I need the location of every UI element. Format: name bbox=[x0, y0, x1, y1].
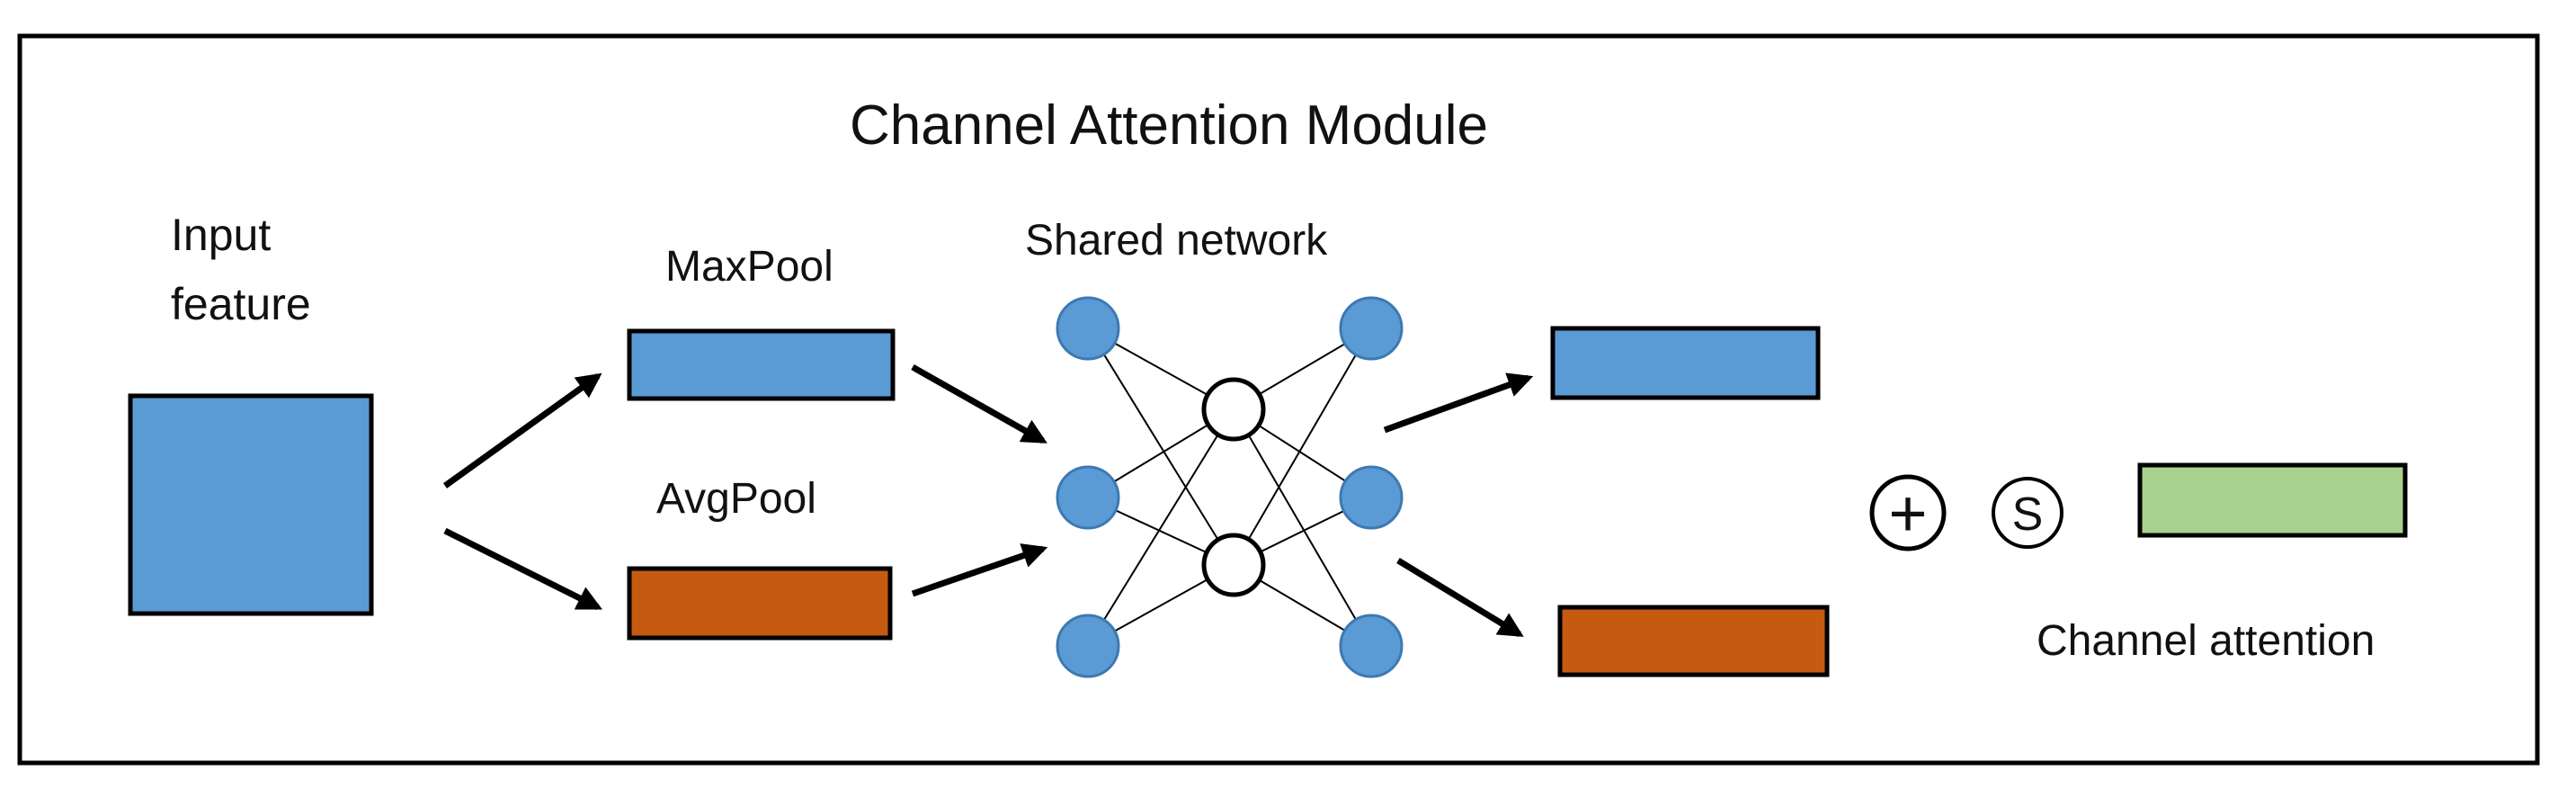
input-feature-label-line2: feature bbox=[171, 279, 311, 329]
sum-symbol: + bbox=[1888, 476, 1927, 551]
avgpool-label: AvgPool bbox=[656, 475, 816, 523]
network-edge bbox=[1233, 408, 1372, 647]
sigmoid-icon: S bbox=[1992, 477, 2063, 549]
maxpool-vector bbox=[627, 328, 896, 401]
shared-network-label: Shared network bbox=[1025, 217, 1328, 265]
diagram-frame bbox=[17, 33, 2540, 766]
avg-branch-output-vector bbox=[1557, 605, 1830, 677]
arrow-network-to-avg-output bbox=[1396, 558, 1524, 637]
arrow-maxpool-to-network bbox=[911, 363, 1047, 444]
input-feature-label-line1: Input bbox=[171, 210, 271, 260]
network-edge bbox=[1233, 327, 1372, 566]
input-feature-block bbox=[128, 393, 374, 616]
arrow-network-to-max-output bbox=[1383, 372, 1534, 434]
network-input-node bbox=[1056, 614, 1120, 678]
arrow-input-to-avgpool bbox=[443, 527, 603, 611]
network-edge bbox=[1087, 327, 1235, 566]
network-edge bbox=[1087, 408, 1235, 647]
maxpool-label: MaxPool bbox=[665, 243, 833, 291]
sigmoid-symbol: S bbox=[2012, 489, 2044, 541]
network-hidden-node bbox=[1201, 377, 1266, 442]
network-output-node bbox=[1339, 465, 1404, 530]
diagram-title: Channel Attention Module bbox=[850, 94, 1488, 157]
network-input-node bbox=[1056, 296, 1120, 361]
network-output-node bbox=[1339, 296, 1404, 361]
network-output-node bbox=[1339, 614, 1404, 678]
channel-attention-vector bbox=[2137, 462, 2408, 538]
avgpool-vector bbox=[627, 566, 893, 641]
arrow-avgpool-to-network bbox=[911, 543, 1048, 597]
arrow-input-to-maxpool bbox=[442, 372, 602, 489]
max-branch-output-vector bbox=[1550, 326, 1821, 400]
channel-attention-label: Channel attention bbox=[2037, 617, 2375, 665]
network-input-node bbox=[1056, 465, 1120, 530]
elementwise-sum-icon: + bbox=[1869, 474, 1947, 551]
network-hidden-node bbox=[1201, 533, 1266, 597]
shared-network bbox=[1056, 296, 1404, 678]
